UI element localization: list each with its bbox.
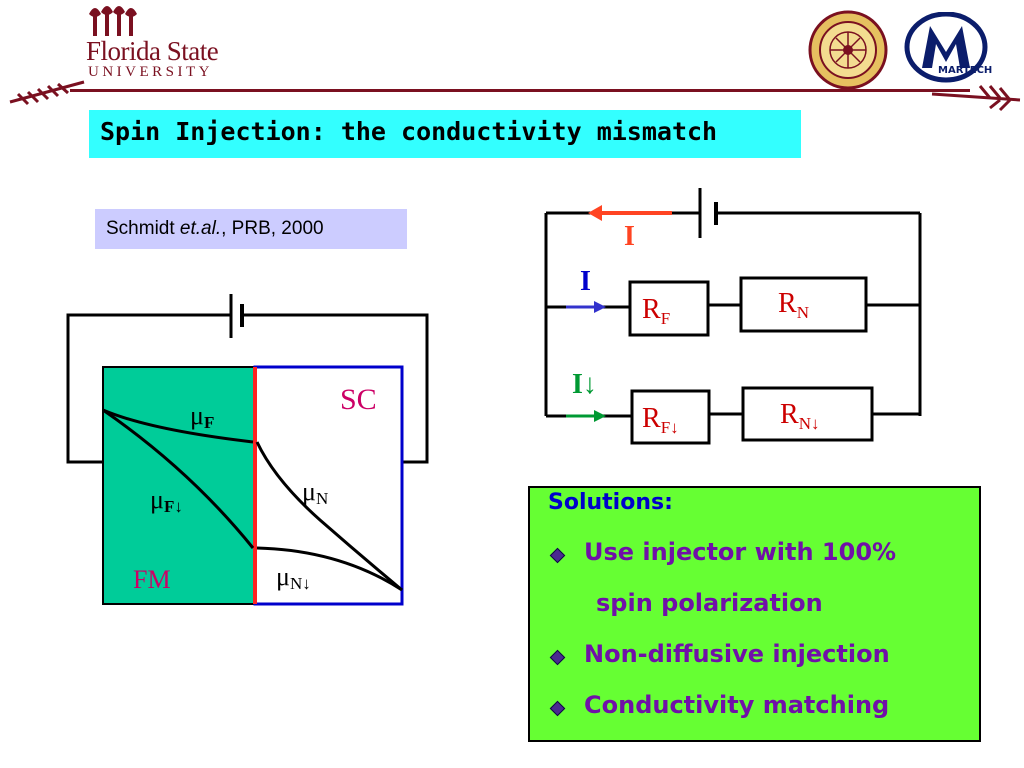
fsu-logo [9, 6, 137, 106]
slide-title: Spin Injection: the conductivity mismatc… [100, 117, 718, 146]
solution-item-continuation: spin polarization [596, 589, 823, 617]
chemical-potential-diagram: SC FM μF μF↓ μN μN↓ [66, 294, 429, 606]
mu-f-down-label: μF↓ [150, 485, 183, 516]
mu-n-up-label: μN [302, 477, 328, 508]
solutions-heading: Solutions: [548, 490, 673, 515]
rf-up-label: RF [642, 294, 670, 328]
solution-item: Use injector with 100% [584, 538, 897, 566]
resistor-rf-down [630, 389, 711, 445]
header-divider [70, 89, 970, 92]
reference-author: Schmidt [106, 218, 180, 239]
total-current-arrow-head [588, 205, 602, 221]
resistor-rf-up [628, 280, 710, 337]
title-banner [89, 110, 801, 158]
diagram-wire-left [66, 313, 231, 464]
sc-label: SC [340, 383, 377, 416]
up-current-arrow-head [594, 301, 606, 313]
total-current-label: I [624, 221, 635, 252]
mu-n-up-curve [255, 441, 403, 592]
fm-label: FM [133, 565, 171, 594]
diagram-wire-right [242, 313, 429, 464]
mu-f-up-label: μF [190, 401, 214, 432]
feather-decoration [931, 85, 1021, 112]
resistor-rn-up [739, 276, 868, 333]
university-subtitle: UNIVERSITY [88, 64, 213, 80]
resistor-circuit: I I I↓ RF RN RF↓ RN↓ [544, 188, 922, 445]
martech-logo [904, 12, 988, 83]
resistor-rn-down [741, 386, 874, 442]
down-current-arrow-head [594, 410, 606, 422]
rf-down-label: RF↓ [642, 403, 679, 437]
physics-seal-logo [808, 10, 888, 90]
reference-citation: Schmidt et.al., PRB, 2000 [106, 218, 324, 240]
rn-down-label: RN↓ [780, 399, 819, 433]
mu-f-up-curve [102, 408, 254, 444]
fm-region [102, 366, 256, 605]
reference-box [95, 209, 407, 249]
rn-up-label: RN [778, 288, 809, 322]
solution-item: Conductivity matching [584, 691, 890, 719]
mu-f-down-curve [102, 408, 255, 549]
mu-n-down-label: μN↓ [276, 562, 311, 593]
up-current-label: I [580, 266, 591, 297]
reference-journal: , PRB, 2000 [221, 218, 324, 239]
university-name: Florida State [86, 36, 219, 66]
solutions-box [528, 486, 981, 742]
mu-n-down-curve [256, 546, 403, 592]
down-current-label: I↓ [572, 369, 597, 400]
solution-item: Non-diffusive injection [584, 640, 890, 668]
martech-logo-label: MARTECH [938, 65, 993, 76]
reference-etal: et.al. [179, 218, 222, 239]
